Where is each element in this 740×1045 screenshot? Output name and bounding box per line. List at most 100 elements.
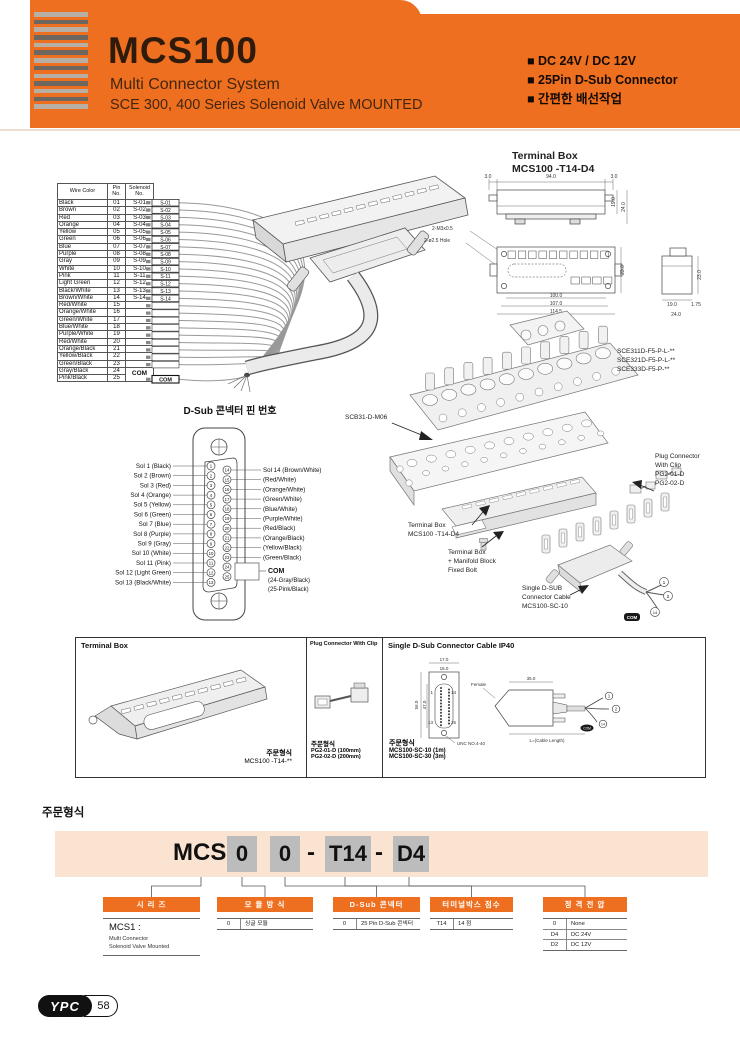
solenoid-tag: S-09 (160, 259, 171, 265)
plug-connector-label: Plug Connector With Clip PG2-01-D PG2-02… (655, 453, 700, 487)
dsub-com-label: COM (268, 568, 285, 575)
svg-text:COM: COM (583, 727, 591, 731)
valve-model-1: SCE311D-F5-P-L-** (617, 348, 675, 355)
dsub-right-label: (Red/Black) (263, 525, 295, 532)
dsub-right-label: (Purple/White) (263, 516, 303, 523)
tb-dim-title-1: Terminal Box (512, 150, 578, 162)
svg-text:23.0: 23.0 (697, 270, 703, 280)
svg-text:UNC NO.4-40: UNC NO.4-40 (457, 741, 486, 746)
solenoid-tag: S-04 (160, 223, 171, 229)
valve-model-labels: SCE311D-F5-P-L-** SCE321D-F5-P-L-** SCE3… (617, 347, 675, 374)
tb-dim-title: Terminal Box MCS100 -T14-D4 (512, 150, 594, 176)
panel2-code-1: PG2-01-D (100mm) (311, 748, 361, 754)
svg-text:3.0: 3.0 (611, 174, 618, 180)
terminal-box-illustration (244, 175, 469, 376)
svg-text:15.0: 15.0 (440, 666, 449, 671)
svg-text:25: 25 (451, 720, 457, 725)
dsub-right-label: (Orange/White) (263, 486, 305, 493)
option-value: DC 12V (571, 942, 592, 948)
stripe (34, 42, 88, 48)
col-wire-color: Wire Color (57, 183, 108, 200)
valve-model-3: SCE333D-F5-P-** (617, 366, 670, 373)
svg-text:6: 6 (210, 512, 213, 517)
solenoid-tag: S-06 (160, 237, 171, 243)
option-value: 14 점 (458, 921, 472, 927)
stripe (34, 104, 88, 109)
panel3-title: Single D-Sub Connector Cable IP40 (388, 641, 515, 650)
feature-item-1: ■ DC 24V / DC 12V (527, 54, 636, 68)
svg-text:2-ø2.5 Hole: 2-ø2.5 Hole (424, 238, 450, 244)
stripe (34, 96, 88, 102)
solenoid-tag: S-12 (160, 282, 171, 288)
dsub-right-label: (Blue/White) (263, 506, 297, 513)
product-panels: Terminal Box 주문형식 MCS100 -T14-** Plug Co… (75, 637, 706, 778)
option-key: T14 (430, 919, 454, 929)
valve-model-2: SCE321D-F5-P-L-** (617, 357, 676, 364)
option-key: D4 (543, 929, 567, 939)
svg-text:23: 23 (225, 555, 230, 560)
dsub-left-label: Sol 7 (Blue) (139, 521, 171, 528)
svg-text:24.0: 24.0 (621, 202, 627, 212)
panel3-drawing: 1 14 13 25 17.0 15.0 56.0 47.0 UNC NO.4-… (414, 657, 621, 746)
svg-text:3: 3 (210, 483, 213, 488)
svg-text:107.0: 107.0 (550, 301, 563, 307)
svg-text:16: 16 (225, 487, 230, 492)
solenoid-tag: S-13 (160, 289, 171, 295)
panel-plug-connector: Plug Connector With Clip 주문형식 PG2-01-D (… (307, 638, 383, 777)
order-group-header-1: 시 리 즈 (103, 897, 200, 912)
panel3-code-1: MCS100-SC-10 (1m) (389, 748, 446, 754)
svg-text:1: 1 (210, 464, 213, 469)
svg-text:13: 13 (209, 580, 214, 585)
order-code-part-5: T14 (325, 836, 371, 872)
dsub-left-label: Sol 8 (Purple) (133, 531, 171, 538)
svg-text:1: 1 (608, 694, 611, 699)
svg-text:114.5: 114.5 (550, 309, 562, 315)
svg-text:14: 14 (451, 690, 457, 695)
svg-text:5: 5 (210, 503, 213, 508)
svg-text:23.0: 23.0 (620, 265, 626, 275)
stripe (34, 50, 88, 56)
single-dsub-cable-label: Single D-SUB Connector Cable MCS100-SC-1… (522, 585, 571, 610)
order-code-part-3: 0 (270, 836, 300, 872)
svg-text:11: 11 (209, 561, 214, 566)
svg-text:56.0: 56.0 (414, 700, 419, 709)
svg-text:19: 19 (225, 516, 230, 521)
callout-number: 1 (663, 580, 666, 586)
svg-text:1.75: 1.75 (691, 302, 701, 308)
dsub-left-label: Sol 11 (Pink) (136, 560, 171, 567)
solenoid-tag: S-08 (160, 252, 171, 258)
dsub-right-label: Sol 14 (Brown/White) (263, 467, 321, 474)
solenoid-tag: S-14 (160, 296, 171, 302)
dsub-left-label: Sol 13 (Black/White) (115, 579, 171, 586)
svg-text:10: 10 (209, 551, 214, 556)
page-subtitle-1: Multi Connector System (110, 76, 280, 93)
series-code: MCS1 : (109, 922, 141, 933)
option-value: DC 24V (571, 931, 592, 938)
tb-dimension-drawing: 3.0 94.0 3.0 19.0 24.0 2-M3x0.5 2-ø2.5 H… (424, 174, 703, 318)
svg-text:14: 14 (225, 468, 230, 473)
stripe (34, 88, 88, 94)
tb-dim-title-2: MCS100 -T14-D4 (512, 163, 595, 175)
footer: YPC 58 (38, 995, 118, 1017)
svg-text:13: 13 (428, 720, 434, 725)
option-value: 25 Pin D-Sub 콘넥터 (361, 921, 414, 927)
stripe (34, 81, 88, 86)
dsub-left-label: Sol 2 (Brown) (134, 473, 171, 480)
dsub-left-label: Sol 4 (Orange) (130, 492, 171, 499)
